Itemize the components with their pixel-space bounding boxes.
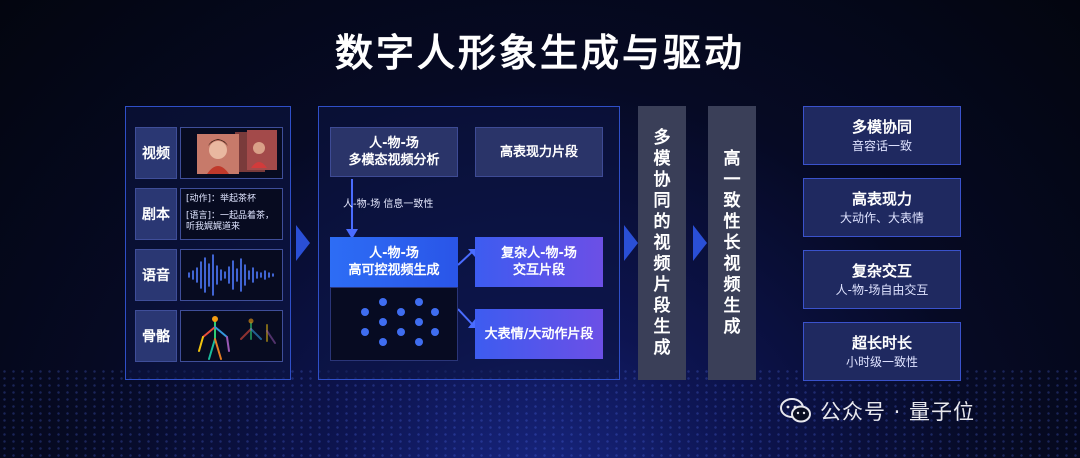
skeleton-image	[180, 310, 283, 362]
analysis-box: 人-物-场 多模态视频分析	[330, 127, 458, 177]
interaction-segment-box: 复杂人-物-场 交互片段	[475, 237, 603, 287]
input-row-skeleton: 骨骼	[135, 310, 283, 362]
analysis-line-1: 人-物-场	[369, 136, 419, 151]
feature-heading: 多模协同	[851, 117, 912, 136]
long-video-column: 高一致性长视频生成	[708, 106, 756, 380]
consistency-label: 人-物-场 信息一致性	[343, 199, 434, 210]
input-label-script: 剧本	[135, 188, 177, 240]
input-row-script: 剧本 [动作]：举起茶杯 [语言]：一起品着茶， 听我娓娓道来	[135, 188, 283, 240]
audio-waveform	[180, 249, 283, 301]
expressive-segment-box: 高表现力片段	[475, 127, 603, 177]
gen-line-2: 高可控视频生成	[348, 263, 440, 278]
feature-subtitle: 小时级一致性	[845, 354, 918, 369]
arrow-down-right-icon	[458, 308, 476, 328]
script-speech-line-2: 听我娓娓道来	[186, 222, 241, 232]
neural-network-box	[330, 287, 458, 361]
input-label-audio: 语音	[135, 249, 177, 301]
input-label-skeleton: 骨骼	[135, 310, 177, 362]
input-label-video: 视频	[135, 127, 177, 179]
feature-subtitle: 人-物-场自由交互	[835, 282, 929, 297]
multimodal-segment-column: 多模协同的视频片段生成	[638, 106, 686, 380]
feature-heading: 超长时长	[851, 333, 912, 352]
waveform-icon	[188, 254, 274, 296]
watermark: 公众号 · 量子位	[780, 396, 975, 426]
input-row-audio: 语音	[135, 249, 283, 301]
feature-subtitle: 大动作、大表情	[839, 210, 924, 225]
script-speech-line-1: [语言]：一起品着茶，	[186, 211, 275, 221]
feature-box-multimodal: 多模协同 音容话一致	[803, 106, 961, 165]
interaction-line-1: 复杂人-物-场	[501, 246, 577, 261]
multimodal-segment-label: 多模协同的视频片段生成	[653, 127, 671, 358]
feature-heading: 高表现力	[851, 189, 912, 208]
arrow-up-right-icon	[458, 249, 476, 266]
analysis-line-2: 多模态视频分析	[348, 153, 440, 168]
script-action-line: [动作]：举起茶杯	[186, 194, 257, 204]
background-grid	[0, 368, 1080, 458]
arrow-down-icon	[346, 179, 358, 239]
feature-subtitle: 音容话一致	[851, 138, 912, 153]
input-row-video: 视频	[135, 127, 283, 179]
input-panel: 视频 剧本 [动作]：举起茶杯 [语言]：一起品着茶， 听我娓娓道来 语音	[125, 106, 291, 380]
chevron-right-icon	[296, 225, 310, 261]
controllable-gen-box: 人-物-场 高可控视频生成	[330, 237, 458, 287]
chevron-right-icon	[624, 225, 638, 261]
generation-panel: 人-物-场 多模态视频分析 高表现力片段 人-物-场 信息一致性 人-物-场 高…	[318, 106, 620, 380]
wechat-icon	[780, 398, 811, 423]
feature-box-interaction: 复杂交互 人-物-场自由交互	[803, 250, 961, 309]
skeleton-pose-icon	[198, 316, 276, 360]
feature-heading: 复杂交互	[851, 261, 912, 280]
expressive-segment-label: 高表现力片段	[499, 144, 578, 160]
video-frames-image	[197, 130, 277, 174]
long-video-label: 高一致性长视频生成	[723, 148, 741, 337]
neural-network-icon	[361, 298, 439, 346]
feature-box-expressive: 高表现力 大动作、大表情	[803, 178, 961, 237]
interaction-line-2: 交互片段	[512, 263, 565, 278]
chevron-right-icon	[693, 225, 707, 261]
gen-line-1: 人-物-场	[369, 246, 419, 261]
watermark-text: 公众号 · 量子位	[820, 400, 976, 424]
feature-box-duration: 超长时长 小时级一致性	[803, 322, 961, 381]
large-action-segment-box: 大表情/大动作片段	[475, 309, 603, 359]
large-action-segment-label: 大表情/大动作片段	[484, 326, 594, 342]
script-text-box: [动作]：举起茶杯 [语言]：一起品着茶， 听我娓娓道来	[180, 188, 283, 240]
page-title: 数字人形象生成与驱动	[334, 31, 745, 75]
video-thumbnail	[180, 127, 283, 179]
